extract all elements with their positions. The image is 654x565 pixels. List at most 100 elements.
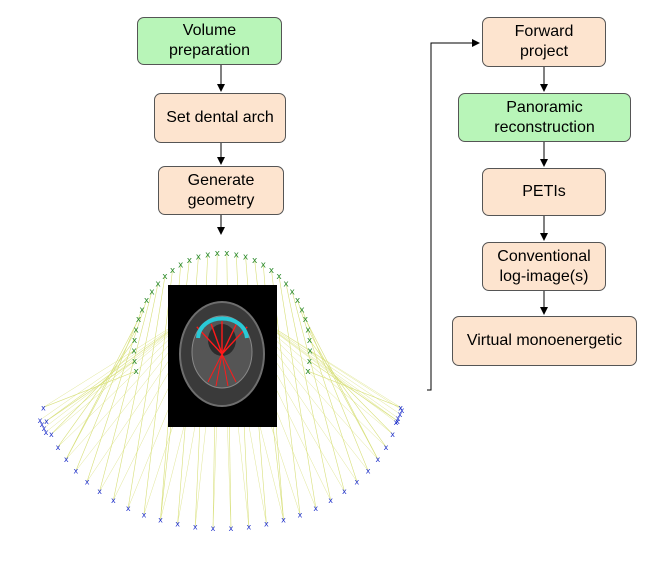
detector-marker: x	[264, 520, 269, 529]
source-marker: x	[149, 287, 155, 297]
ray-line	[278, 276, 317, 508]
set-dental-arch-label: Set dental arch	[166, 109, 274, 126]
generate-geometry-label: Generate geometry	[187, 171, 255, 209]
source-marker: x	[178, 260, 184, 270]
ray-line	[301, 309, 369, 471]
source-marker: x	[276, 272, 282, 282]
ray-line	[285, 283, 331, 501]
source-marker: x	[283, 279, 289, 289]
source-marker: x	[305, 325, 311, 335]
detector-marker: x	[398, 403, 403, 412]
source-marker: x	[132, 357, 138, 367]
detector-marker: x	[390, 430, 395, 439]
ray-line	[99, 291, 153, 492]
source-marker: x	[243, 253, 249, 263]
detector-marker: x	[384, 443, 389, 452]
virtual-monoenergetic-box: Virtual monoenergetic	[452, 316, 637, 366]
source-marker: x	[234, 250, 240, 260]
source-marker: x	[299, 305, 305, 315]
focal-ray	[207, 353, 223, 383]
detector-marker: x	[111, 496, 116, 505]
conventional-log-images-box: Conventional log-image(s)	[482, 242, 606, 291]
detector-marker: x	[44, 428, 49, 437]
detector-marker: x	[281, 516, 286, 525]
detector-marker: x	[396, 414, 401, 423]
source-marker: x	[252, 256, 258, 266]
virtual-monoenergetic-label: Virtual monoenergetic	[466, 332, 623, 349]
ray-line	[86, 300, 147, 482]
detector-marker: x	[400, 406, 405, 415]
detector-marker: x	[44, 417, 49, 426]
ray-line	[57, 339, 135, 448]
ray-line	[46, 360, 135, 422]
source-marker: x	[307, 336, 313, 346]
detector-marker: x	[97, 487, 102, 496]
detector-marker: x	[398, 410, 403, 419]
arrow-figure-to-forward-project	[427, 39, 480, 391]
ray-line	[127, 276, 166, 508]
source-marker: x	[289, 287, 295, 297]
detector-marker: x	[355, 477, 360, 486]
source-marker: x	[295, 296, 301, 306]
source-marker: x	[132, 336, 138, 346]
focal-ray	[221, 353, 229, 387]
source-marker: x	[303, 315, 309, 325]
source-marker: x	[196, 253, 202, 263]
source-marker: x	[187, 256, 193, 266]
source-marker: x	[131, 346, 137, 356]
set-dental-arch-box: Set dental arch	[154, 93, 286, 143]
ray-line	[65, 319, 139, 460]
source-marker: x	[155, 279, 161, 289]
source-marker: x	[133, 325, 139, 335]
source-marker: x	[139, 305, 145, 315]
panoramic-reconstruction-box: Panoramic reconstruction	[458, 93, 631, 142]
detector-marker: x	[328, 496, 333, 505]
detector-marker: x	[64, 455, 69, 464]
ray-line	[143, 269, 173, 515]
focal-ray	[221, 323, 238, 355]
detector-marker: x	[229, 524, 234, 533]
focal-ray	[215, 353, 223, 387]
source-marker: x	[224, 249, 230, 259]
focal-ray	[221, 353, 237, 383]
detector-marker: x	[41, 403, 46, 412]
source-marker: x	[307, 346, 313, 356]
ray-line	[305, 319, 379, 460]
detector-marker: x	[42, 424, 47, 433]
source-marker: x	[133, 367, 139, 377]
detector-marker: x	[126, 504, 131, 513]
detector-marker: x	[366, 467, 371, 476]
source-marker: x	[215, 249, 221, 259]
ray-line	[309, 360, 398, 422]
detector-marker: x	[40, 420, 45, 429]
volume-preparation-box: Volume preparation	[137, 17, 282, 65]
source-marker: x	[305, 367, 311, 377]
ray-line	[113, 283, 159, 501]
petis-label: PETIs	[522, 183, 566, 200]
detector-marker: x	[175, 520, 180, 529]
detector-marker: x	[85, 477, 90, 486]
ray-line	[75, 309, 143, 471]
source-marker: x	[136, 315, 142, 325]
detector-marker: x	[158, 516, 163, 525]
source-marker: x	[162, 272, 168, 282]
detector-marker: x	[142, 510, 147, 519]
detector-marker: x	[246, 522, 251, 531]
source-marker: x	[269, 266, 275, 276]
detector-marker: x	[375, 455, 380, 464]
detector-marker: x	[313, 504, 318, 513]
ray-line	[291, 291, 345, 492]
detector-marker: x	[211, 524, 216, 533]
detector-marker: x	[74, 467, 79, 476]
detector-marker: x	[298, 510, 303, 519]
panoramic-reconstruction-label: Panoramic reconstruction	[494, 98, 595, 136]
generate-geometry-box: Generate geometry	[158, 166, 284, 215]
forward-project-box: Forward project	[482, 17, 606, 67]
detector-marker: x	[395, 417, 400, 426]
volume-preparation-label: Volume preparation	[169, 22, 250, 59]
detector-marker: x	[193, 522, 198, 531]
source-marker: x	[170, 266, 176, 276]
